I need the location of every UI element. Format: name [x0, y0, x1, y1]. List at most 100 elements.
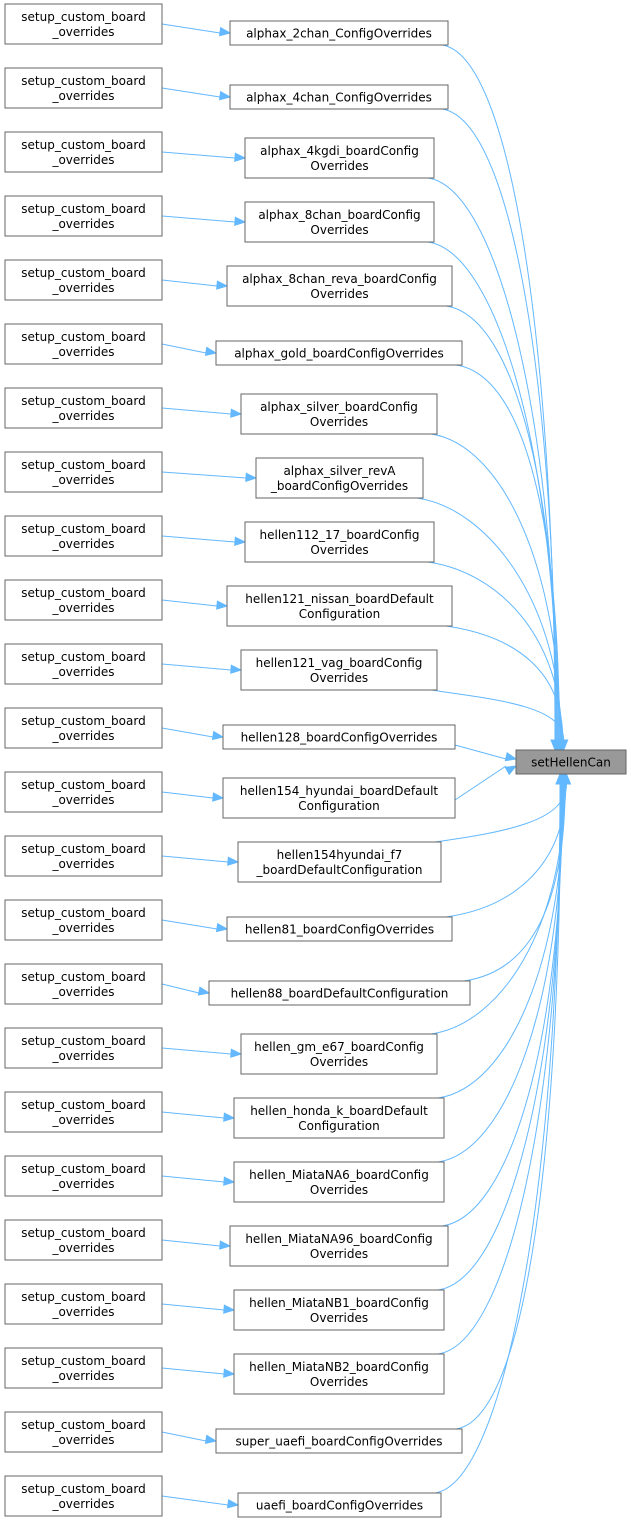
callee-node-alphax-8chan-reva-boardconfigoverrides-label-line: alphax_8chan_reva_boardConfig — [242, 272, 437, 286]
caller-node-setup-custom-board-overrides[interactable]: setup_custom_board_overrides — [4, 643, 163, 685]
callee-node-hellen-miatana6-boardconfigoverrides-label-line: hellen_MiataNA6_boardConfig — [249, 1168, 429, 1182]
callee-node-alphax-2chan-configoverrides[interactable]: alphax_2chan_ConfigOverrides — [229, 20, 449, 46]
caller-node-setup-custom-board-overrides-label-line: _overrides — [51, 1369, 114, 1383]
edge-uaefi-boardconfigoverrides-to-target — [434, 772, 565, 1494]
caller-node-setup-custom-board-overrides-label-line: _overrides — [51, 1241, 114, 1255]
caller-node-setup-custom-board-overrides[interactable]: setup_custom_board_overrides — [4, 1347, 163, 1389]
edge-arrowhead — [197, 986, 211, 996]
caller-node-setup-custom-board-overrides[interactable]: setup_custom_board_overrides — [4, 963, 163, 1005]
caller-node-setup-custom-board-overrides-label-line: setup_custom_board — [21, 970, 145, 984]
caller-node-setup-custom-board-overrides[interactable]: setup_custom_board_overrides — [4, 707, 163, 749]
edge-arrowhead — [230, 664, 243, 674]
callee-node-hellen-miatana6-boardconfigoverrides[interactable]: hellen_MiataNA6_boardConfigOverrides — [233, 1161, 445, 1203]
caller-node-setup-custom-board-overrides-label-line: setup_custom_board — [21, 906, 145, 920]
callee-node-hellen-miatanb1-boardconfigoverrides[interactable]: hellen_MiataNB1_boardConfigOverrides — [233, 1289, 445, 1331]
caller-node-setup-custom-board-overrides-label-line: setup_custom_board — [21, 10, 145, 24]
edge-caller-to-alphax-2chan-configoverrides — [161, 23, 232, 37]
caller-node-setup-custom-board-overrides[interactable]: setup_custom_board_overrides — [4, 1155, 163, 1197]
callee-node-alphax-8chan-reva-boardconfigoverrides-label-line: Overrides — [310, 287, 368, 301]
edge-arrowhead — [219, 1240, 232, 1250]
caller-node-setup-custom-board-overrides[interactable]: setup_custom_board_overrides — [4, 771, 163, 813]
callee-node-hellen-honda-k-boarddefaultconfiguration[interactable]: hellen_honda_k_boardDefaultConfiguration — [233, 1097, 445, 1139]
edge-arrowhead — [223, 1304, 236, 1314]
callee-node-hellen-gm-e67-boardconfigoverrides[interactable]: hellen_gm_e67_boardConfigOverrides — [240, 1033, 438, 1075]
callee-node-hellen112-17-boardconfigoverrides[interactable]: hellen112_17_boardConfigOverrides — [244, 521, 435, 563]
edge-hellen128-boardconfigoverrides-to-target — [454, 744, 518, 762]
edge-line — [416, 497, 562, 741]
edge-arrowhead — [245, 472, 258, 483]
edge-hellen-miatana6-boardconfigoverrides-to-target — [437, 772, 568, 1163]
edge-hellen-honda-k-boarddefaultconfiguration-to-target — [437, 772, 569, 1099]
callee-node-hellen88-boarddefaultconfiguration[interactable]: hellen88_boardDefaultConfiguration — [208, 980, 471, 1006]
callee-node-hellen-miatana96-boardconfigoverrides[interactable]: hellen_MiataNA96_boardConfigOverrides — [229, 1225, 449, 1267]
edge-hellen88-boarddefaultconfiguration-to-target — [463, 772, 570, 982]
caller-node-setup-custom-board-overrides[interactable]: setup_custom_board_overrides — [4, 1027, 163, 1069]
caller-node-setup-custom-board-overrides[interactable]: setup_custom_board_overrides — [4, 1283, 163, 1325]
caller-node-setup-custom-board-overrides[interactable]: setup_custom_board_overrides — [4, 1091, 163, 1133]
caller-node-setup-custom-board-overrides[interactable]: setup_custom_board_overrides — [4, 579, 163, 621]
callee-node-alphax-8chan-reva-boardconfigoverrides[interactable]: alphax_8chan_reva_boardConfigOverrides — [226, 265, 453, 307]
caller-node-setup-custom-board-overrides-label-line: setup_custom_board — [21, 74, 145, 88]
callee-node-hellen121-nissan-boarddefaultconfiguration-label-line: Configuration — [299, 607, 380, 621]
edge-line — [161, 1111, 225, 1119]
edge-line — [161, 727, 214, 738]
callee-node-hellen121-nissan-boarddefaultconfiguration[interactable]: hellen121_nissan_boardDefaultConfigurati… — [226, 585, 453, 627]
callee-node-alphax-silver-reva-boardconfigoverrides[interactable]: alphax_silver_revA_boardConfigOverrides — [255, 457, 424, 499]
caller-node-setup-custom-board-overrides[interactable]: setup_custom_board_overrides — [4, 3, 163, 45]
edge-arrowhead — [230, 1048, 243, 1058]
callee-node-alphax-silver-reva-boardconfigoverrides-label-line: alphax_silver_revA — [283, 464, 396, 478]
caller-node-setup-custom-board-overrides[interactable]: setup_custom_board_overrides — [4, 835, 163, 877]
edge-line — [455, 364, 560, 741]
edge-caller-to-alphax-4kgdi-boardconfigoverrides — [161, 151, 247, 162]
callee-node-hellen-miatanb2-boardconfigoverrides-label-line: Overrides — [310, 1375, 368, 1389]
callee-node-alphax-4kgdi-boardconfigoverrides[interactable]: alphax_4kgdi_boardConfigOverrides — [244, 137, 435, 179]
callee-node-uaefi-boardconfigoverrides[interactable]: uaefi_boardConfigOverrides — [237, 1492, 442, 1518]
callee-node-alphax-4chan-configoverrides[interactable]: alphax_4chan_ConfigOverrides — [229, 84, 449, 110]
callee-node-hellen154hyundai-f7-boarddefaultconfiguration[interactable]: hellen154hyundai_f7_boardDefaultConfigur… — [237, 841, 442, 883]
callee-node-alphax-8chan-boardconfigoverrides[interactable]: alphax_8chan_boardConfigOverrides — [244, 201, 435, 243]
caller-node-setup-custom-board-overrides-label-line: setup_custom_board — [21, 394, 145, 408]
target-node-sethellencan[interactable]: setHellenCan — [515, 749, 627, 775]
callee-node-alphax-silver-boardconfigoverrides[interactable]: alphax_silver_boardConfigOverrides — [240, 393, 438, 435]
edge-arrowhead — [558, 739, 569, 752]
caller-node-setup-custom-board-overrides[interactable]: setup_custom_board_overrides — [4, 387, 163, 429]
edge-arrowhead — [227, 856, 240, 866]
edge-line — [437, 783, 562, 1355]
caller-node-setup-custom-board-overrides[interactable]: setup_custom_board_overrides — [4, 451, 163, 493]
callee-node-hellen121-vag-boardconfigoverrides[interactable]: hellen121_vag_boardConfigOverrides — [240, 649, 438, 691]
callee-node-super-uaefi-boardconfigoverrides[interactable]: super_uaefi_boardConfigOverrides — [215, 1428, 463, 1454]
edge-hellen-miatanb2-boardconfigoverrides-to-target — [437, 772, 567, 1355]
caller-node-setup-custom-board-overrides-label-line: setup_custom_board — [21, 202, 145, 216]
caller-node-setup-custom-board-overrides[interactable]: setup_custom_board_overrides — [4, 195, 163, 237]
caller-node-setup-custom-board-overrides[interactable]: setup_custom_board_overrides — [4, 259, 163, 301]
caller-node-setup-custom-board-overrides[interactable]: setup_custom_board_overrides — [4, 1475, 163, 1517]
callee-node-hellen128-boardconfigoverrides[interactable]: hellen128_boardConfigOverrides — [222, 724, 456, 750]
edge-caller-to-hellen-miatanb2-boardconfigoverrides — [161, 1367, 236, 1378]
edge-caller-to-hellen-gm-e67-boardconfigoverrides — [161, 1047, 243, 1058]
caller-node-setup-custom-board-overrides[interactable]: setup_custom_board_overrides — [4, 899, 163, 941]
caller-node-setup-custom-board-overrides-label-line: _overrides — [51, 473, 114, 487]
caller-node-setup-custom-board-overrides-label-line: _overrides — [51, 153, 114, 167]
caller-node-setup-custom-board-overrides[interactable]: setup_custom_board_overrides — [4, 515, 163, 557]
callee-node-hellen121-nissan-boarddefaultconfiguration-label-line: hellen121_nissan_boardDefault — [245, 592, 434, 606]
caller-node-setup-custom-board-overrides-label-line: _overrides — [51, 729, 114, 743]
caller-node-setup-custom-board-overrides[interactable]: setup_custom_board_overrides — [4, 1219, 163, 1261]
caller-node-setup-custom-board-overrides-label-line: _overrides — [51, 409, 114, 423]
edge-arrowhead — [504, 765, 518, 776]
caller-node-setup-custom-board-overrides-label-line: _overrides — [51, 1305, 114, 1319]
caller-node-setup-custom-board-overrides[interactable]: setup_custom_board_overrides — [4, 67, 163, 109]
caller-node-setup-custom-board-overrides[interactable]: setup_custom_board_overrides — [4, 131, 163, 173]
callee-node-hellen154-hyundai-boarddefaultconfiguration[interactable]: hellen154_hyundai_boardDefaultConfigurat… — [222, 777, 456, 819]
callee-node-alphax-gold-boardconfigoverrides[interactable]: alphax_gold_boardConfigOverrides — [215, 340, 463, 366]
edge-line — [161, 1303, 225, 1311]
callee-node-hellen-miatanb2-boardconfigoverrides[interactable]: hellen_MiataNB2_boardConfigOverrides — [233, 1353, 445, 1395]
caller-node-setup-custom-board-overrides-label-line: setup_custom_board — [21, 778, 145, 792]
caller-node-setup-custom-board-overrides[interactable]: setup_custom_board_overrides — [4, 1411, 163, 1453]
caller-node-setup-custom-board-overrides[interactable]: setup_custom_board_overrides — [4, 323, 163, 365]
callee-node-alphax-8chan-boardconfigoverrides-label-line: Overrides — [310, 223, 368, 237]
edge-arrowhead — [223, 1176, 236, 1186]
caller-node-setup-custom-board-overrides-label-line: _overrides — [51, 537, 114, 551]
callee-node-hellen81-boardconfigoverrides[interactable]: hellen81_boardConfigOverrides — [226, 916, 453, 942]
caller-node-setup-custom-board-overrides-label-line: setup_custom_board — [21, 522, 145, 536]
callee-node-hellen112-17-boardconfigoverrides-label-line: Overrides — [310, 543, 368, 557]
